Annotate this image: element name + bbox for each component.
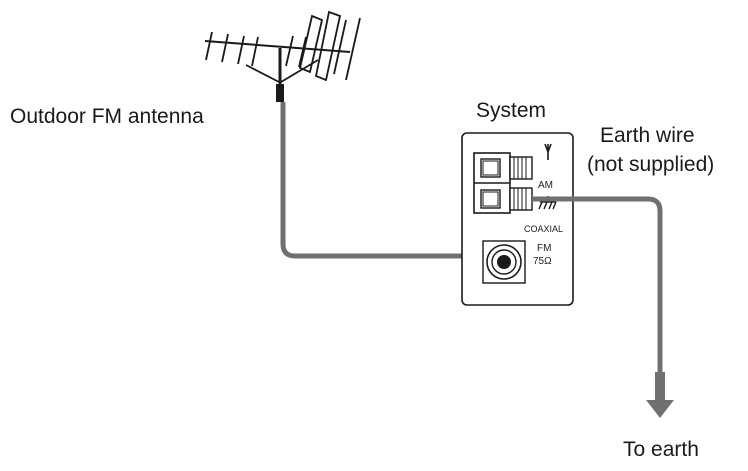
impedance-label: 75Ω (533, 256, 552, 267)
earth-wire (532, 196, 663, 372)
fm-label: FM (537, 243, 552, 254)
to-earth-label: To earth (623, 438, 699, 461)
antenna-cable (280, 102, 496, 259)
earth-wire-label: Earth wire (600, 124, 695, 147)
earth-wire-note: (not supplied) (587, 153, 715, 176)
arrow-down-icon (646, 372, 674, 418)
system-rear-panel (461, 132, 574, 306)
outdoor-fm-antenna-label: Outdoor FM antenna (10, 105, 204, 128)
fm-coaxial-jack (482, 240, 526, 284)
am-terminal-block (473, 152, 533, 214)
outdoor-fm-antenna-icon (204, 10, 361, 102)
am-terminal-label: AM (538, 180, 553, 191)
coaxial-label: COAXIAL (524, 224, 564, 234)
system-label: System (476, 99, 547, 122)
antenna-symbol-icon (544, 143, 552, 160)
